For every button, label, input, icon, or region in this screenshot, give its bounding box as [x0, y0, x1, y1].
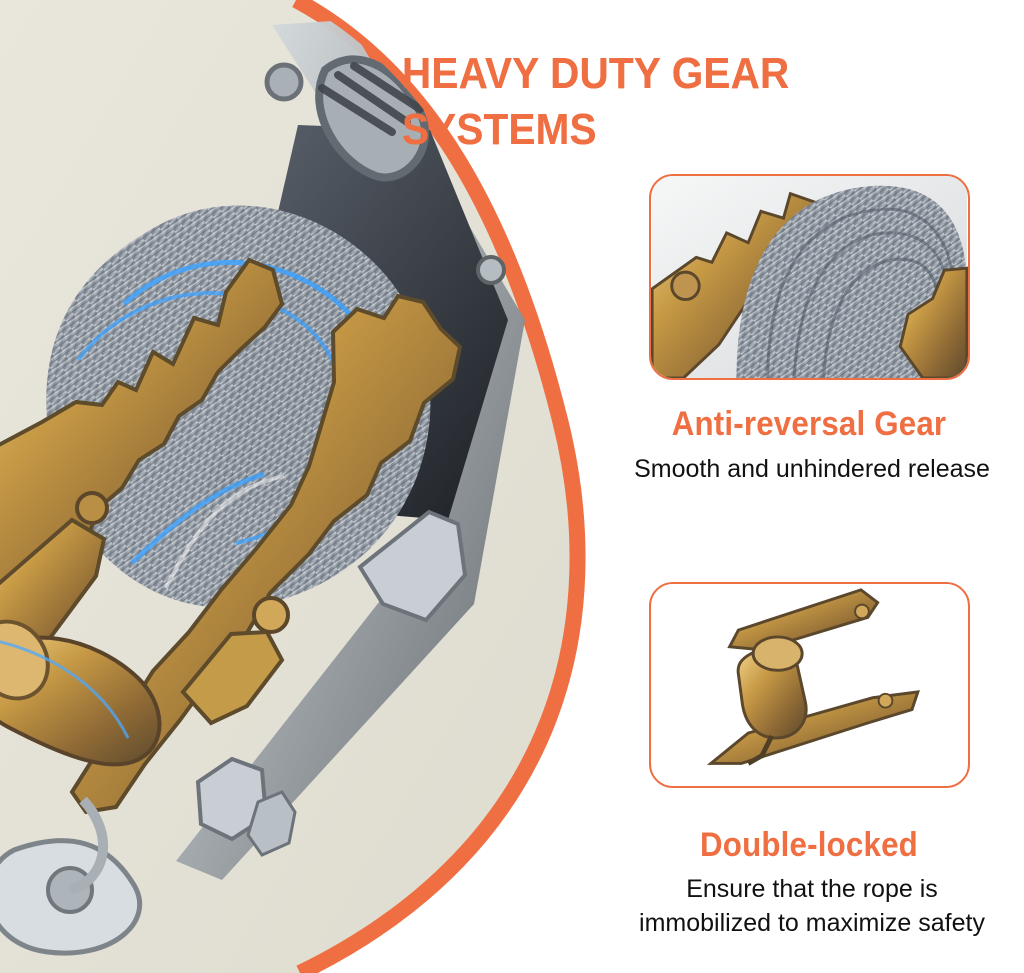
anti-reversal-gear-image-card [649, 174, 970, 380]
anti-reversal-gear-title: Anti-reversal Gear [671, 405, 947, 443]
anti-reversal-gear-description: Smooth and unhindered release [634, 455, 990, 483]
page-title: HEAVY DUTY GEAR SYSTEMS [402, 49, 790, 154]
cable-spool-closeup-image [651, 176, 968, 378]
double-locked-description-line-2: immobilized to maximize safety [639, 909, 985, 937]
double-lock-gear-part-image [652, 584, 967, 786]
right-brass-gear [69, 293, 463, 815]
brass-shaft [0, 619, 162, 767]
double-locked-image-card [649, 582, 970, 788]
main-winch-photo [0, 20, 525, 956]
double-locked-title: Double-locked [700, 826, 918, 864]
double-locked-description-line-1: Ensure that the rope is [686, 875, 938, 903]
